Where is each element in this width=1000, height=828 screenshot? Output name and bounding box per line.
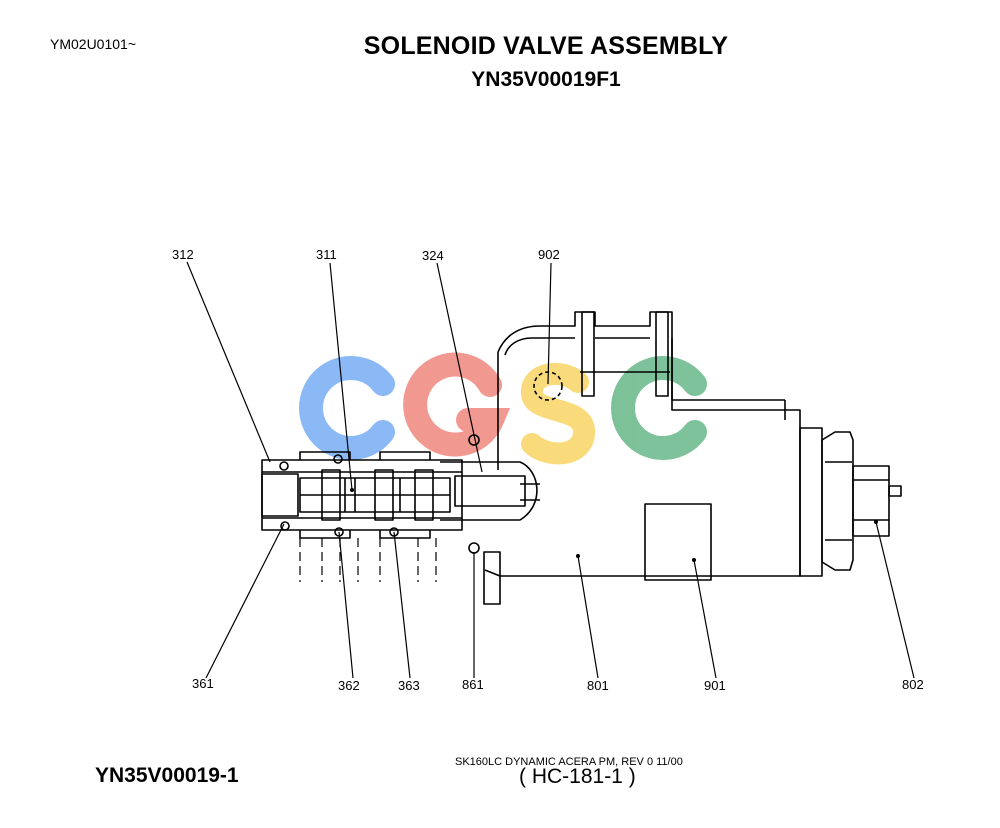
port-lines	[299, 538, 437, 582]
mounting-foot	[483, 551, 501, 605]
watermark-letter-c2	[611, 356, 707, 460]
adjust-screw	[852, 465, 890, 537]
page-subtitle: YN35V00019F1	[471, 68, 621, 91]
leader-dots	[350, 488, 878, 562]
solenoid-drawing	[261, 311, 902, 605]
footer-page-ref: ( HC-181-1 )	[519, 765, 636, 788]
callout-861: 861	[462, 677, 484, 692]
connector-socket-right	[655, 311, 669, 397]
callout-311: 311	[316, 247, 337, 262]
nut-802	[821, 431, 854, 571]
callout-362: 362	[338, 678, 360, 693]
document-code: YM02U0101~	[50, 36, 137, 52]
watermark-letter-g	[403, 352, 511, 457]
assembly-code: YN35V00019-1	[95, 764, 239, 787]
callout-802: 802	[902, 677, 924, 692]
callout-361: 361	[192, 676, 214, 691]
leader-lines	[186, 261, 915, 679]
watermark	[299, 352, 707, 465]
watermark-letter-s	[521, 363, 595, 465]
footer-model-line: SK160LC DYNAMIC ACERA PM, REV 0 11/00	[455, 756, 683, 768]
name-plate	[644, 503, 712, 581]
callout-902: 902	[538, 247, 560, 262]
callout-801: 801	[587, 678, 609, 693]
callout-363: 363	[398, 678, 420, 693]
page-title: SOLENOID VALVE ASSEMBLY	[363, 32, 729, 60]
o-ring	[279, 461, 289, 471]
connector-socket	[581, 311, 595, 397]
armature-tube	[440, 461, 538, 521]
watermark-letter-c1	[299, 356, 395, 460]
callout-901: 901	[704, 678, 726, 693]
callout-324: 324	[422, 248, 444, 263]
callout-312: 312	[172, 247, 194, 262]
end-cap	[799, 427, 823, 577]
